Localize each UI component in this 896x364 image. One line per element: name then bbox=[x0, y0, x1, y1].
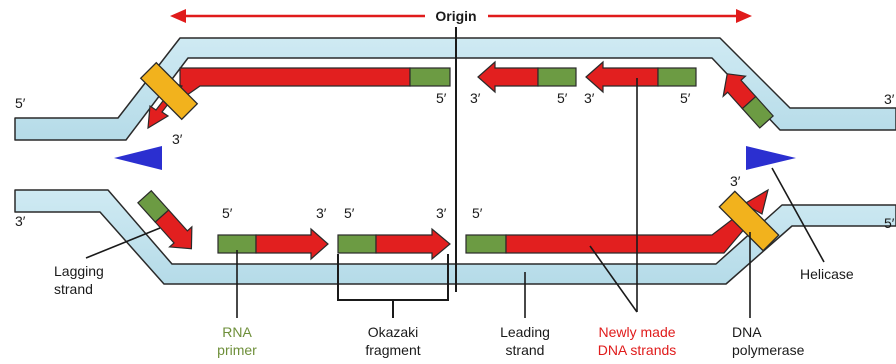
top-rna-primer-2 bbox=[537, 67, 577, 87]
bottom-frag1-3-label: 3′ bbox=[316, 205, 327, 221]
top-frag2-3-label: 3′ bbox=[470, 90, 481, 106]
top-primer1-5-label: 5′ bbox=[436, 90, 447, 106]
helicase-label: Helicase bbox=[800, 266, 854, 282]
rna-primer-label-1: RNA bbox=[222, 324, 252, 340]
bottom-leading-primer bbox=[465, 234, 507, 254]
top-frag3-5-label: 5′ bbox=[680, 90, 691, 106]
lagging-strand-label-2: strand bbox=[54, 281, 93, 297]
new-dna-label-1: Newly made bbox=[598, 324, 675, 340]
top-okazaki-fragment-2 bbox=[477, 60, 539, 94]
rna-primer-label-2: primer bbox=[217, 342, 257, 358]
polymerase-label-2: polymerase bbox=[732, 342, 805, 358]
bottom-left-end-label: 3′ bbox=[15, 213, 26, 229]
top-parental-strand-outer bbox=[14, 37, 896, 141]
leading-strand-label-1: Leading bbox=[500, 324, 550, 340]
top-polymerase-3-label: 3′ bbox=[172, 131, 183, 147]
bottom-frag2-3-label: 3′ bbox=[436, 205, 447, 221]
polymerase-label-1: DNA bbox=[732, 324, 762, 340]
new-dna-pointer-b bbox=[589, 245, 638, 313]
bottom-okazaki-fragment-1 bbox=[255, 227, 329, 261]
lagging-strand-label-1: Lagging bbox=[54, 263, 104, 279]
right-helicase bbox=[746, 146, 796, 170]
bottom-frag1-5-label: 5′ bbox=[222, 205, 233, 221]
okazaki-label-2: fragment bbox=[365, 342, 420, 358]
left-helicase bbox=[114, 146, 162, 170]
helicase-pointer bbox=[771, 167, 825, 263]
top-frag3-3-label: 3′ bbox=[584, 90, 595, 106]
bottom-dna-polymerase bbox=[718, 190, 780, 252]
leading-strand-label-2: strand bbox=[506, 342, 545, 358]
bottom-okazaki-fragment-2 bbox=[375, 227, 451, 261]
bottom-rna-primer-2 bbox=[337, 234, 377, 254]
bottom-polymerase-3-label: 3′ bbox=[730, 173, 741, 189]
bottom-left-diagonal-fragment bbox=[154, 209, 193, 250]
top-dna-polymerase bbox=[139, 61, 199, 121]
okazaki-bracket bbox=[337, 254, 449, 318]
lagging-strand-pointer bbox=[85, 227, 161, 259]
bottom-frag2-5-label: 5′ bbox=[344, 205, 355, 221]
bottom-right-end-label: 5′ bbox=[884, 215, 895, 231]
top-right-diagonal-primer bbox=[741, 95, 775, 129]
top-new-strands bbox=[147, 60, 775, 130]
okazaki-label-1: Okazaki bbox=[368, 324, 419, 340]
origin-arrow bbox=[170, 9, 752, 23]
top-lagging-fragment-red bbox=[179, 67, 411, 102]
top-frag2-5-label: 5′ bbox=[557, 90, 568, 106]
top-rna-primer-3 bbox=[657, 67, 697, 87]
bottom-leading-5-label: 5′ bbox=[472, 205, 483, 221]
bottom-new-strands bbox=[137, 188, 769, 261]
top-right-end-label: 3′ bbox=[884, 91, 895, 107]
bottom-leading-strand-red bbox=[505, 211, 753, 254]
top-rna-primer-1 bbox=[409, 67, 451, 87]
origin-label: Origin bbox=[435, 8, 476, 24]
top-okazaki-fragment-3 bbox=[585, 60, 659, 94]
new-dna-label-2: DNA strands bbox=[598, 342, 677, 358]
top-left-end-label: 5′ bbox=[15, 95, 26, 111]
